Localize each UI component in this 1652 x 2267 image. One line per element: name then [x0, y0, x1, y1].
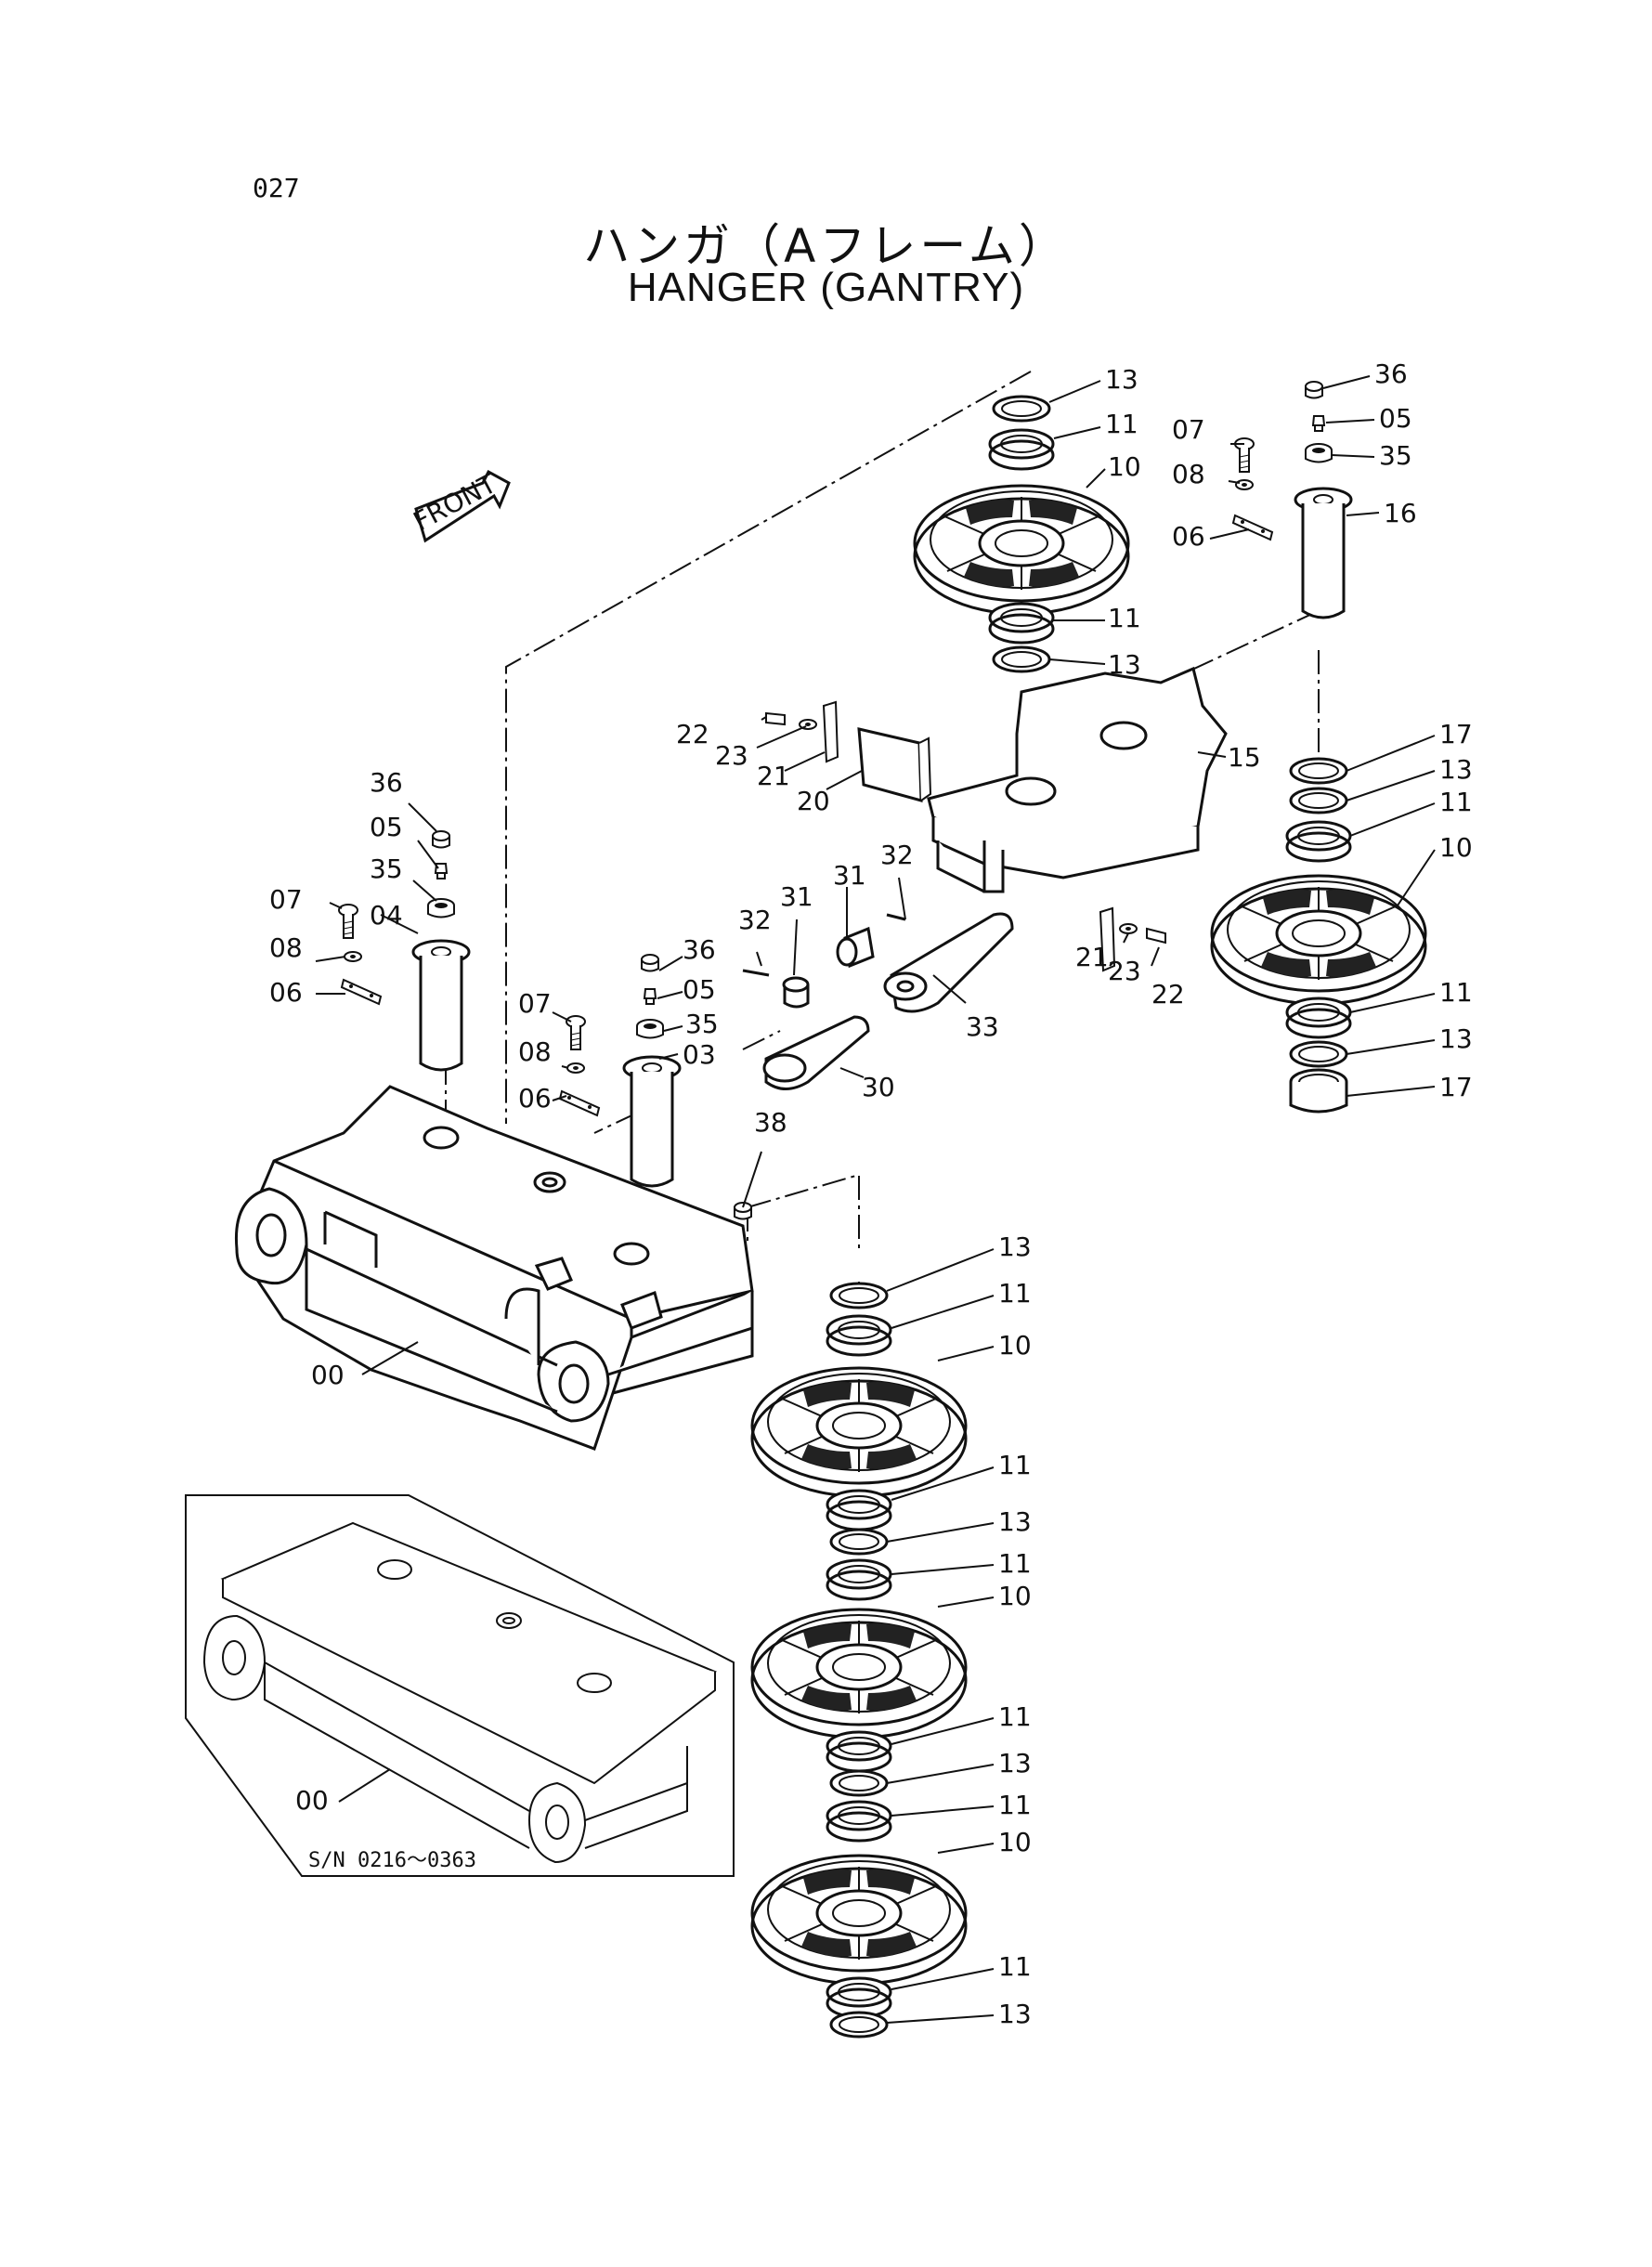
title-english: HANGER (GANTRY) [627, 265, 1025, 310]
front-arrow-tag: FRONT [409, 468, 511, 543]
callout-11: 11 [998, 1450, 1032, 1480]
callout-15: 15 [1228, 742, 1261, 773]
callout-13: 13 [998, 1231, 1032, 1262]
lower-sheave-stack [750, 1282, 968, 2039]
callout-30: 30 [862, 1072, 895, 1102]
callout-07: 07 [1172, 414, 1205, 445]
callout-36: 36 [1374, 358, 1408, 389]
callout-10: 10 [1439, 832, 1473, 863]
callout-10: 10 [998, 1330, 1032, 1361]
callout-08: 08 [518, 1036, 552, 1067]
callout-21: 21 [757, 761, 790, 791]
callout-17: 17 [1439, 719, 1473, 749]
callout-16: 16 [1384, 498, 1417, 528]
callout-13: 13 [1105, 364, 1138, 395]
plate-20-group [765, 700, 1166, 972]
callout-13: 13 [1108, 649, 1141, 680]
callout-11: 11 [998, 1951, 1032, 1982]
callout-06: 06 [269, 977, 303, 1008]
main-frame-00 [234, 1085, 754, 1451]
link-assembly-30-33 [742, 912, 1014, 1090]
bracket-15 [927, 666, 1228, 893]
callout-05: 05 [370, 812, 403, 842]
callout-05: 05 [1379, 403, 1412, 434]
callout-31: 31 [780, 881, 813, 912]
left-pin-group [338, 830, 471, 1072]
callout-38: 38 [754, 1107, 787, 1138]
callout-06: 06 [518, 1083, 552, 1114]
callout-20: 20 [797, 786, 830, 816]
callout-04: 04 [370, 900, 403, 931]
right-sheave-stack [1210, 757, 1427, 1114]
callout-11: 11 [998, 1790, 1032, 1820]
callout-07: 07 [518, 988, 552, 1019]
callout-08: 08 [1172, 459, 1205, 489]
callout-13: 13 [1439, 754, 1473, 785]
svg-text:FRONT: FRONT [409, 468, 502, 537]
callout-13: 13 [998, 1748, 1032, 1778]
callout-35: 35 [370, 853, 403, 884]
callout-11: 11 [998, 1548, 1032, 1579]
callout-32: 32 [880, 840, 914, 870]
callout-labels: 13 11 10 11 13 36 05 35 07 08 06 16 22 2… [269, 358, 1473, 2029]
leader-lines [315, 375, 1436, 2024]
serial-range-note: S/N 0216～0363 [308, 1849, 476, 1872]
callout-31: 31 [833, 860, 866, 891]
callout-33: 33 [966, 1011, 999, 1042]
callout-23: 23 [1108, 956, 1141, 986]
callout-13: 13 [998, 1506, 1032, 1537]
callout-10: 10 [998, 1827, 1032, 1857]
callout-35: 35 [685, 1009, 719, 1039]
callout-11: 11 [998, 1278, 1032, 1309]
callout-10: 10 [1108, 451, 1141, 482]
callout-36: 36 [683, 934, 716, 965]
callout-05: 05 [683, 974, 716, 1005]
callout-06: 06 [1172, 521, 1205, 552]
callout-07: 07 [269, 884, 303, 915]
callout-00: 00 [311, 1360, 345, 1390]
callout-11: 11 [998, 1701, 1032, 1732]
callout-00: 00 [295, 1785, 329, 1816]
right-upper-pin-group [1232, 381, 1353, 619]
top-sheave-stack [913, 395, 1130, 673]
callout-23: 23 [715, 740, 748, 771]
callout-22: 22 [676, 719, 709, 749]
callout-36: 36 [370, 767, 403, 798]
inset-variant-box [185, 1494, 735, 1877]
callout-13: 13 [1439, 1023, 1473, 1054]
title-japanese: ハンガ（Aフレーム） [583, 219, 1069, 273]
callout-35: 35 [1379, 440, 1412, 471]
callout-08: 08 [269, 932, 303, 963]
page-number: 027 [253, 173, 300, 203]
callout-10: 10 [998, 1581, 1032, 1611]
callout-11: 11 [1105, 409, 1138, 439]
callout-03: 03 [683, 1039, 716, 1070]
callout-32: 32 [738, 905, 772, 935]
callout-21: 21 [1075, 942, 1109, 972]
callout-22: 22 [1151, 979, 1185, 1010]
callout-11: 11 [1439, 977, 1473, 1008]
callout-13: 13 [998, 1999, 1032, 2029]
callout-11: 11 [1108, 603, 1141, 633]
callout-17: 17 [1439, 1072, 1473, 1102]
callout-11: 11 [1439, 787, 1473, 817]
